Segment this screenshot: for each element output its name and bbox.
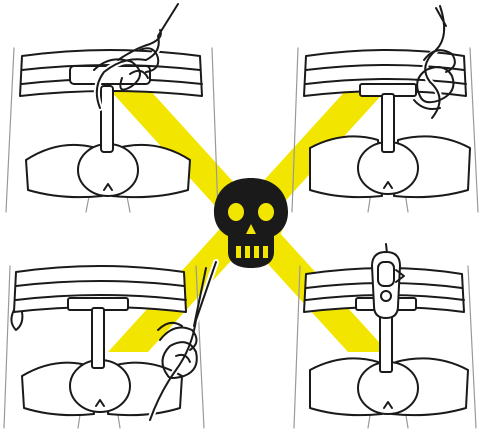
harness-bottom-right — [293, 243, 477, 429]
skull-crossbones-icon — [214, 178, 288, 268]
harness-bottom-left — [3, 259, 219, 429]
harness-top-left — [5, 1, 219, 213]
harness-top-right — [291, 3, 479, 213]
